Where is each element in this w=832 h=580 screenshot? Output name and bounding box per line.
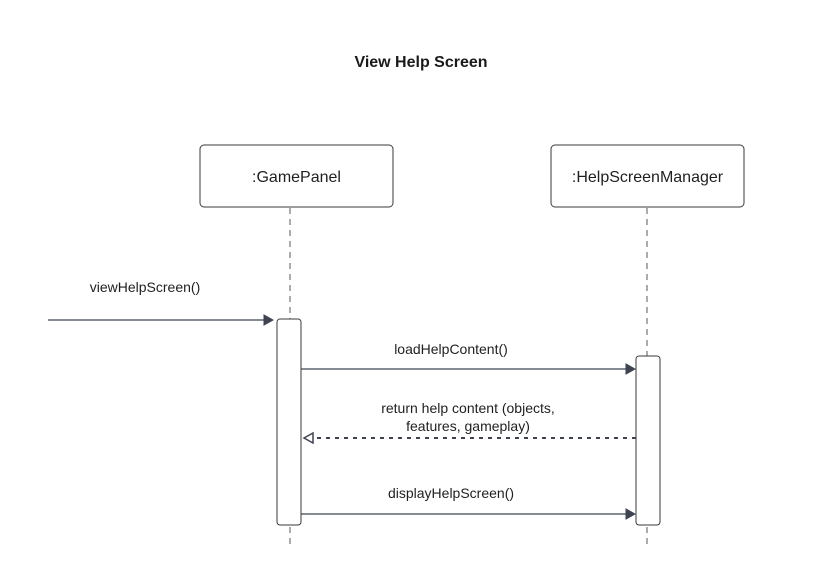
message-return-help-content[interactable]: return help content (objects, features, …: [302, 400, 636, 445]
participant-box: [199, 144, 394, 208]
message-displayhelpscreen[interactable]: displayHelpScreen(): [301, 485, 637, 520]
message-loadhelpcontent[interactable]: loadHelpContent(): [301, 341, 637, 375]
participant-box: [550, 144, 745, 208]
message-label: loadHelpContent(): [394, 341, 508, 357]
message-label: viewHelpScreen(): [90, 279, 200, 295]
message-label-line-1: return help content (objects,: [381, 400, 555, 416]
arrowhead-solid-icon: [263, 314, 275, 326]
message-viewhelpscreen[interactable]: viewHelpScreen(): [48, 279, 275, 326]
arrowhead-open-icon: [302, 431, 314, 445]
arrowhead-solid-icon: [625, 363, 637, 375]
activation-bar-helpmanager: [635, 355, 661, 526]
participant-label: :HelpScreenManager: [572, 169, 724, 186]
message-label-line-2: features, gameplay): [406, 418, 530, 434]
arrowhead-solid-icon: [625, 508, 637, 520]
participant-label: :GamePanel: [252, 169, 341, 186]
participant-gamepanel[interactable]: :GamePanel: [199, 144, 394, 208]
activation-bar-gamepanel: [276, 318, 302, 526]
participant-helpmanager[interactable]: :HelpScreenManager: [550, 144, 745, 208]
diagram-title: View Help Screen: [354, 54, 487, 71]
message-label: displayHelpScreen(): [388, 485, 514, 501]
